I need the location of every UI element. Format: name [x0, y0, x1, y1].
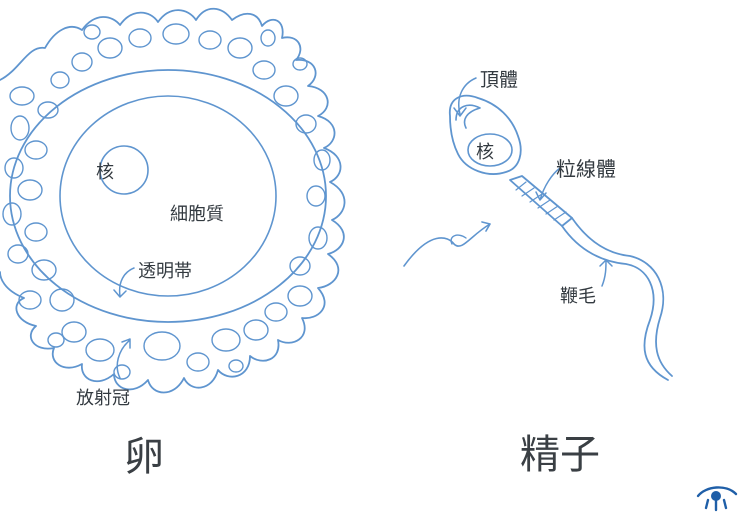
midpiece-hatching	[515, 181, 567, 221]
eye-logo-icon	[696, 486, 738, 512]
egg-nucleus-circle	[99, 145, 149, 195]
mitochondria-label: 粒線體	[556, 157, 616, 181]
mitochondria-pointer	[535, 167, 561, 201]
cell-membrane	[59, 95, 277, 297]
zona-label: 透明帯	[138, 261, 192, 282]
sperm-nucleus-circle	[467, 133, 513, 167]
cytoplasm-label: 細胞質	[170, 204, 224, 225]
flagellum-pointer	[599, 259, 613, 287]
flagellum-outline	[561, 217, 673, 381]
flagellum-label: 鞭毛	[560, 286, 596, 307]
sperm-nucleus-label: 核	[476, 142, 494, 163]
zona-pellucida-outer	[9, 69, 327, 323]
sperm-cell: 頂體 核 粒線體 鞭毛 精子	[449, 69, 673, 478]
zona-pointer	[113, 267, 135, 298]
acrosome-pointer	[453, 77, 477, 117]
corona-pointer	[116, 338, 131, 379]
acrosome-label: 頂體	[480, 69, 518, 91]
egg-title: 卵	[124, 434, 164, 480]
motion-arrow	[403, 221, 491, 267]
egg-nucleus-label: 核	[96, 162, 114, 183]
corona-label: 放射冠	[76, 388, 130, 409]
sperm-head	[449, 94, 522, 175]
egg-cell: 核 細胞質 透明帯 放射冠 卵	[0, 7, 346, 480]
sperm-midpiece	[509, 175, 573, 227]
sperm-title: 精子	[520, 432, 600, 478]
corona-cells	[2, 23, 331, 380]
corona-radiata-outline	[0, 7, 346, 394]
